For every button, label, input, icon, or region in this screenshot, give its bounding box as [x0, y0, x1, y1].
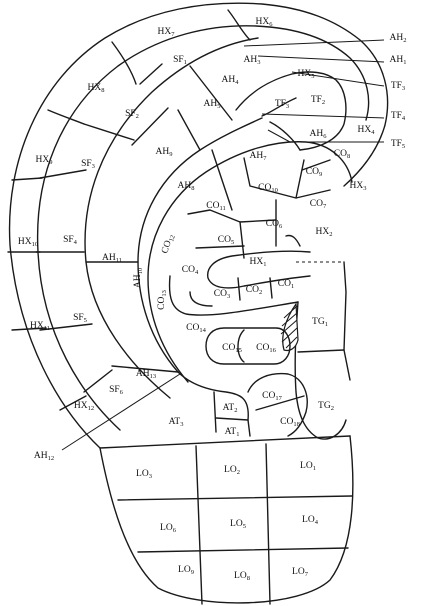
label-LO6: LO6 [160, 523, 177, 534]
label-CO11: CO11 [206, 201, 225, 212]
label-CO16: CO16 [256, 343, 276, 354]
concha-divider-c [240, 222, 244, 258]
concha-lower-ring-2 [190, 292, 212, 306]
label-HX9: HX9 [36, 155, 53, 166]
label-HX4: HX4 [358, 125, 376, 136]
label-SF4: SF4 [63, 235, 78, 246]
label-CO9: CO9 [306, 167, 322, 178]
label-LO8: LO8 [234, 571, 250, 582]
label-TG1: TG1 [312, 317, 328, 328]
label-LO1: LO1 [300, 461, 316, 472]
label-CO10: CO10 [258, 183, 278, 194]
concha-divider-g [296, 160, 304, 198]
concha-divider-b [196, 246, 244, 248]
label-HX8: HX8 [88, 83, 105, 94]
label-LO4: LO4 [302, 515, 319, 526]
label-AT1: AT1 [225, 427, 240, 438]
label-AH7: AH7 [250, 151, 268, 162]
label-CO2: CO2 [246, 285, 262, 296]
concha-divider-a [188, 210, 276, 222]
label-CO5: CO5 [218, 235, 234, 246]
antitragus-divider-b [216, 418, 248, 420]
label-HX5: HX5 [298, 69, 315, 80]
label-LO3: LO3 [136, 469, 152, 480]
concha-divider-i [238, 278, 240, 300]
label-CO18: CO18 [280, 417, 300, 428]
label-AT3: AT3 [169, 417, 184, 428]
label-CO6: CO6 [266, 219, 283, 230]
label-CO7: CO7 [310, 199, 327, 210]
label-CO1: CO1 [278, 279, 294, 290]
tragus-divider [298, 350, 344, 352]
label-SF3: SF3 [81, 159, 95, 170]
label-AH11: AH11 [102, 253, 122, 264]
label-AH9: AH9 [156, 147, 173, 158]
label-HX7: HX7 [158, 27, 176, 38]
label-CO13: CO13 [157, 290, 168, 310]
lobe-top-border [100, 436, 350, 448]
label-CO14: CO14 [186, 323, 206, 334]
label-LO7: LO7 [292, 567, 309, 578]
label-SF5: SF5 [73, 313, 87, 324]
label-CO15: CO15 [222, 343, 242, 354]
label-AT2: AT2 [223, 403, 238, 414]
label-HX1: HX1 [250, 257, 267, 268]
triangular-fossa-divider-2 [270, 122, 300, 150]
label-TF3: TF3 [391, 81, 405, 92]
label-HX12: HX12 [74, 401, 94, 412]
antitragus-divider-a [214, 392, 216, 432]
label-HX3: HX3 [350, 181, 367, 192]
label-HX11: HX11 [30, 321, 50, 332]
label-AH10: AH10 [133, 268, 144, 288]
label-AH1: AH1 [390, 55, 407, 66]
label-LO5: LO5 [230, 519, 246, 530]
label-AH2: AH2 [390, 33, 407, 44]
label-TF3-inner: TF3 [275, 99, 289, 110]
label-HX10: HX10 [18, 237, 38, 248]
helix-crus-top [286, 235, 300, 246]
label-HX6: HX6 [256, 17, 274, 28]
helix-outline [10, 3, 388, 448]
label-CO12: CO12 [160, 233, 177, 255]
label-CO8: CO8 [334, 149, 350, 160]
label-TF5: TF5 [391, 139, 405, 150]
label-AH13: AH13 [136, 369, 156, 380]
label-LO2: LO2 [224, 465, 240, 476]
label-TG2: TG2 [318, 401, 334, 412]
label-TF2: TF2 [311, 95, 325, 106]
label-CO3: CO3 [214, 289, 230, 300]
region-labels: HX7 HX6 HX8 HX9 HX10 HX11 HX12 HX5 HX4 H… [18, 17, 407, 582]
co15-co16-pill [206, 328, 290, 364]
co15-divider [238, 330, 244, 362]
label-AH4: AH4 [222, 75, 240, 86]
label-AH6: AH6 [310, 129, 328, 140]
label-SF6: SF6 [109, 385, 124, 396]
label-AH3: AH3 [244, 55, 261, 66]
tragus-right-edge [344, 262, 350, 380]
label-LO9: LO9 [178, 565, 194, 576]
label-CO17: CO17 [262, 391, 282, 402]
label-SF2: SF2 [125, 109, 139, 120]
label-CO4: CO4 [182, 265, 199, 276]
label-TF4: TF4 [391, 111, 406, 122]
label-SF1: SF1 [173, 55, 187, 66]
label-AH12: AH12 [34, 451, 54, 462]
label-HX2: HX2 [316, 227, 333, 238]
